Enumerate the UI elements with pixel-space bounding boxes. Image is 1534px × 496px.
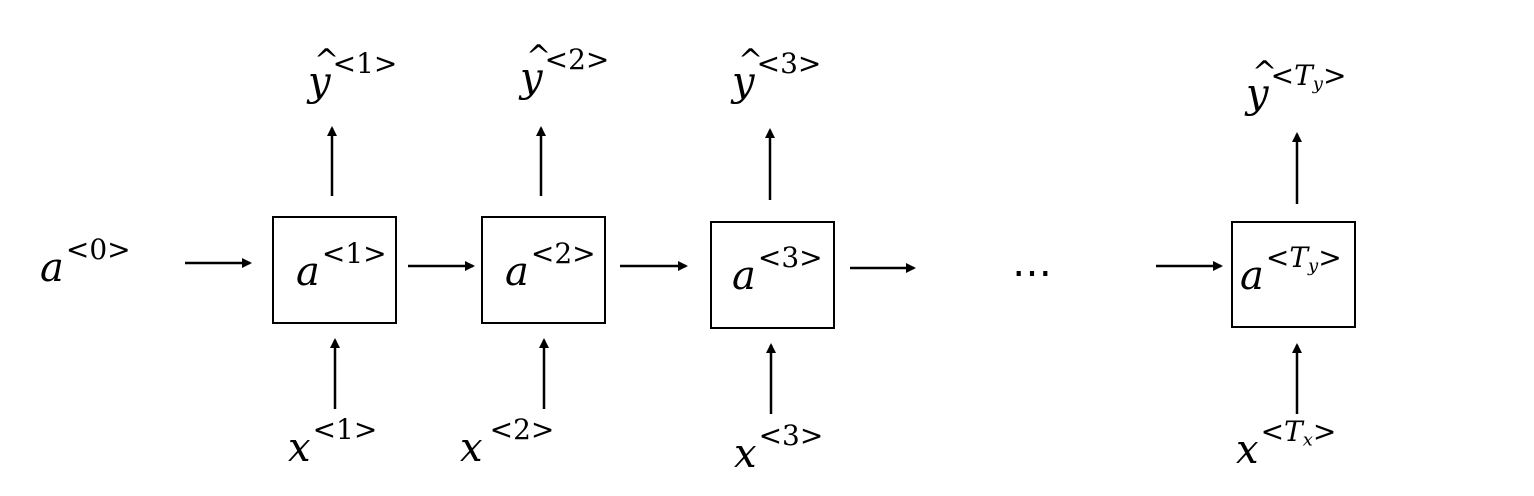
cell2-input-sup: <2> [489, 412, 555, 446]
cell2-activation-label: a<2> [505, 236, 596, 295]
cell-box-1 [272, 216, 397, 324]
cell-box-final [1231, 221, 1356, 328]
cell2-input-label: x <2> [460, 412, 555, 471]
cell-box-3 [710, 221, 835, 329]
cell3-input-label: x<3> [734, 418, 824, 477]
ellipsis: … [1012, 240, 1056, 286]
cell3-activation-label: a<3> [732, 240, 823, 299]
cell1-input-label: x<1> [288, 412, 378, 471]
final-input-label: x<Tx> [1236, 414, 1337, 473]
cell-box-2 [481, 216, 606, 324]
final-activation-label: a<Ty> [1240, 240, 1342, 299]
cell1-activation-label: a<1> [296, 236, 387, 295]
cell2-output-label: y<2> [520, 42, 609, 98]
cell1-output-label: y<1> [308, 46, 397, 102]
initial-activation-label: a<0> [40, 232, 131, 291]
final-output-label: y<Ty> [1246, 58, 1346, 114]
cell3-output-label: y<3> [732, 46, 821, 102]
